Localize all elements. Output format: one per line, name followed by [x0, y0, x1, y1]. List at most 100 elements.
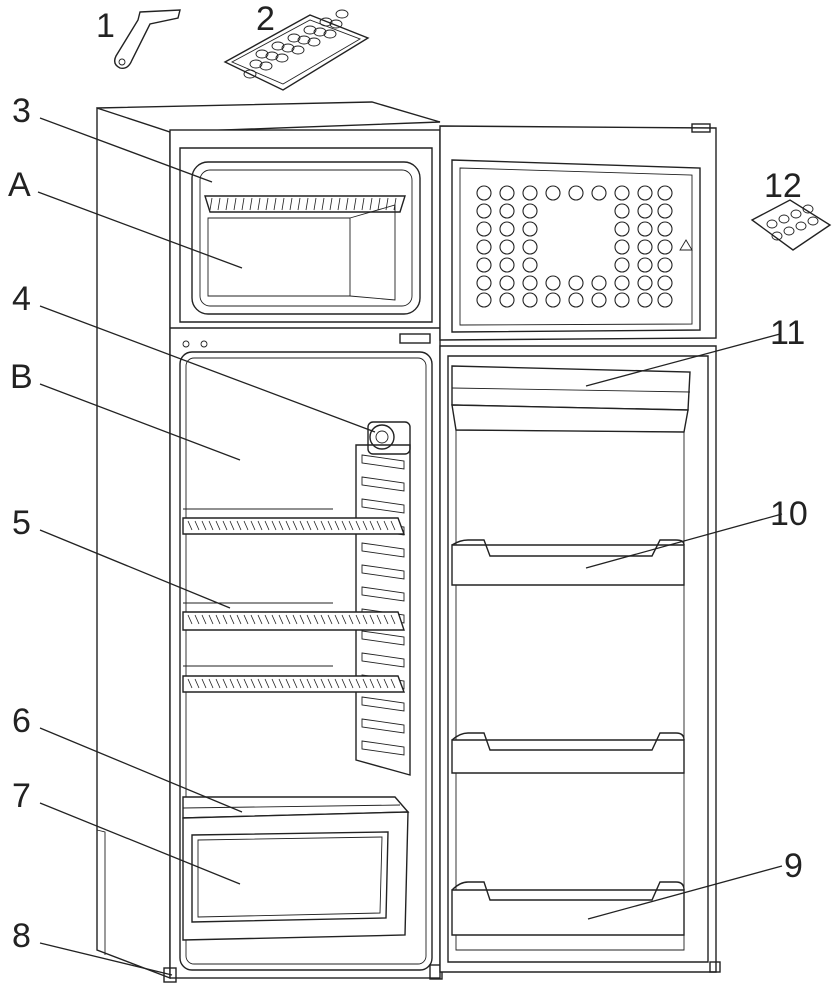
freezer-door-dimple: [614, 257, 630, 273]
bottle-balcony: [451, 881, 685, 936]
shelf-wire: [341, 678, 347, 689]
shelf-wire: [297, 197, 301, 211]
ice-tray-cell: [287, 33, 301, 43]
crisper-cover: [182, 796, 410, 819]
shelf-wire: [208, 678, 214, 689]
freezer-door-dimple: [568, 275, 584, 291]
freezer-door: [439, 123, 717, 341]
shelf-wire: [243, 520, 249, 531]
freezer-door-dimple: [476, 292, 492, 308]
shelf-wire: [362, 678, 368, 689]
shelf-wire: [281, 197, 285, 211]
shelf-wire: [236, 678, 242, 689]
shelf-wire: [233, 197, 237, 211]
shelf-wire: [264, 520, 270, 531]
shelf-wire: [250, 614, 256, 625]
freezer-door-dimple: [637, 257, 653, 273]
shelf-wire: [362, 520, 368, 531]
duct-slat: [361, 630, 405, 646]
shelf-wire: [320, 520, 326, 531]
shelf-wire: [194, 614, 200, 625]
shelf-wire: [201, 678, 207, 689]
shelf-wire: [273, 197, 277, 211]
shelf-wire: [187, 614, 193, 625]
egg-tray-cell: [795, 221, 807, 231]
freezer-door-dimple: [614, 185, 630, 201]
shelf-wire: [257, 614, 263, 625]
callout-2: 2: [256, 0, 275, 38]
ice-tray-cell: [243, 69, 257, 79]
freezer-door-dimple: [637, 185, 653, 201]
shelf-wire: [271, 678, 277, 689]
egg-tray-cell: [766, 219, 778, 229]
freezer-door-dimple: [637, 292, 653, 308]
shelf-wire: [320, 678, 326, 689]
shelf-wire: [222, 520, 228, 531]
shelf-wire: [250, 520, 256, 531]
shelf-wire: [229, 520, 235, 531]
ice-tray-cell: [281, 43, 295, 53]
shelf-wire: [285, 520, 291, 531]
freezer-compartment: [207, 204, 396, 301]
duct-slat: [361, 696, 405, 712]
shelf-wire: [209, 197, 213, 211]
callout-1: 1: [96, 7, 115, 45]
shelf-wire: [353, 197, 357, 211]
freezer-door-dimple: [522, 185, 538, 201]
shelf-wire: [337, 197, 341, 211]
freezer-door-dimple: [476, 221, 492, 237]
freezer-door-dimple: [637, 221, 653, 237]
ice-tray-cell: [303, 25, 317, 35]
freezer-door-dimple: [657, 292, 673, 308]
shelf-wire: [390, 614, 396, 625]
shelf-wire: [362, 614, 368, 625]
freezer-door-dimple: [499, 185, 515, 201]
freezer-door-dimple: [614, 239, 630, 255]
shelf-wire: [306, 614, 312, 625]
fridge-shelf-2: [182, 602, 405, 631]
freezer-door-dimple: [568, 292, 584, 308]
fridge-shelf-1: [182, 508, 406, 535]
freezer-door-dimple: [568, 185, 584, 201]
shelf-wire: [222, 678, 228, 689]
egg-tray-cell: [807, 216, 819, 226]
shelf-wire: [292, 678, 298, 689]
shelf-wire: [292, 520, 298, 531]
shelf-wire: [327, 614, 333, 625]
freezer-door-dimple: [545, 275, 561, 291]
callout-3: 3: [12, 92, 31, 130]
ice-tray-cell: [313, 27, 327, 37]
freezer-door-dimple: [522, 221, 538, 237]
shelf-wire: [299, 614, 305, 625]
freezer-door-dimple: [657, 239, 673, 255]
freezer-door-dimple: [614, 203, 630, 219]
fridge-door: [399, 333, 721, 973]
shelf-wire: [194, 520, 200, 531]
shelf-wire: [355, 614, 361, 625]
duct-slat: [361, 564, 405, 580]
shelf-wire: [187, 678, 193, 689]
ice-tray-cell: [297, 35, 311, 45]
shelf-wire: [348, 678, 354, 689]
duct-slat: [361, 454, 405, 470]
freezer-door-dimple: [499, 239, 515, 255]
shelf-wire: [299, 520, 305, 531]
duct-slat: [361, 542, 405, 558]
freezer-door-dimple: [476, 203, 492, 219]
shelf-wire: [243, 614, 249, 625]
shelf-wire: [278, 678, 284, 689]
freezer-door-dimple: [499, 257, 515, 273]
shelf-wire: [393, 197, 397, 211]
freezer-door-dimple: [657, 257, 673, 273]
shelf-wire: [257, 197, 261, 211]
shelf-wire: [225, 197, 229, 211]
thermostat-knob: [367, 421, 411, 455]
shelf-wire: [320, 614, 326, 625]
shelf-wire: [369, 678, 375, 689]
shelf-wire: [306, 520, 312, 531]
shelf-wire: [215, 614, 221, 625]
callout-12: 12: [764, 167, 802, 205]
ice-tray-cell: [271, 41, 285, 51]
shelf-wire: [208, 520, 214, 531]
